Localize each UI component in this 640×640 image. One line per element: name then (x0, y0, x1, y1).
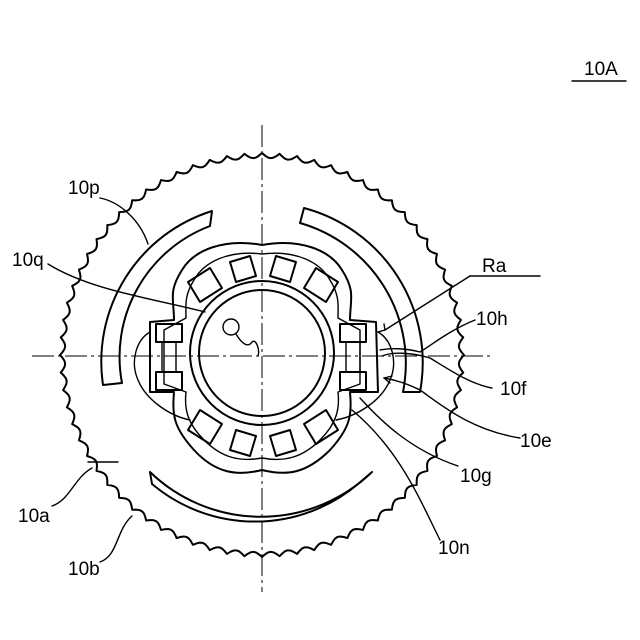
label-10q: 10q (12, 250, 44, 271)
magnet-left-lower (156, 372, 182, 390)
magnet-bottom-left (230, 430, 256, 456)
label-10h: 10h (476, 309, 508, 330)
arc-slot-top-left (101, 211, 212, 385)
hub-outer-contour (150, 243, 378, 473)
leader-10p (100, 198, 148, 244)
magnet-bottom-right (270, 430, 296, 456)
label-10n: 10n (438, 538, 470, 559)
rotor-hub (134, 243, 393, 473)
label-10g: 10g (460, 466, 492, 487)
leader-10n (352, 410, 440, 540)
leader-ra-arrow (378, 324, 385, 332)
label-10e: 10e (520, 431, 552, 452)
label-ra: Ra (482, 256, 507, 277)
leader-10b (100, 516, 132, 562)
label-10a: 10a (18, 506, 50, 527)
leader-10a (52, 468, 92, 506)
leader-10f (382, 353, 492, 388)
hub-right-wing (336, 332, 394, 420)
magnet-top-left (230, 256, 256, 282)
label-10b: 10b (68, 559, 100, 580)
arc-slot-top-right (300, 208, 423, 392)
arc-slot-bottom (150, 472, 372, 522)
magnet-right-lower (340, 372, 366, 390)
magnet-top-right (270, 256, 296, 282)
shaft-pin-hole (223, 319, 239, 335)
label-10f: 10f (500, 379, 527, 400)
figure-title-label: 10A (584, 59, 618, 80)
label-10p: 10p (68, 178, 100, 199)
shaft-pin-leader (236, 334, 259, 356)
arc-slots (88, 208, 423, 522)
